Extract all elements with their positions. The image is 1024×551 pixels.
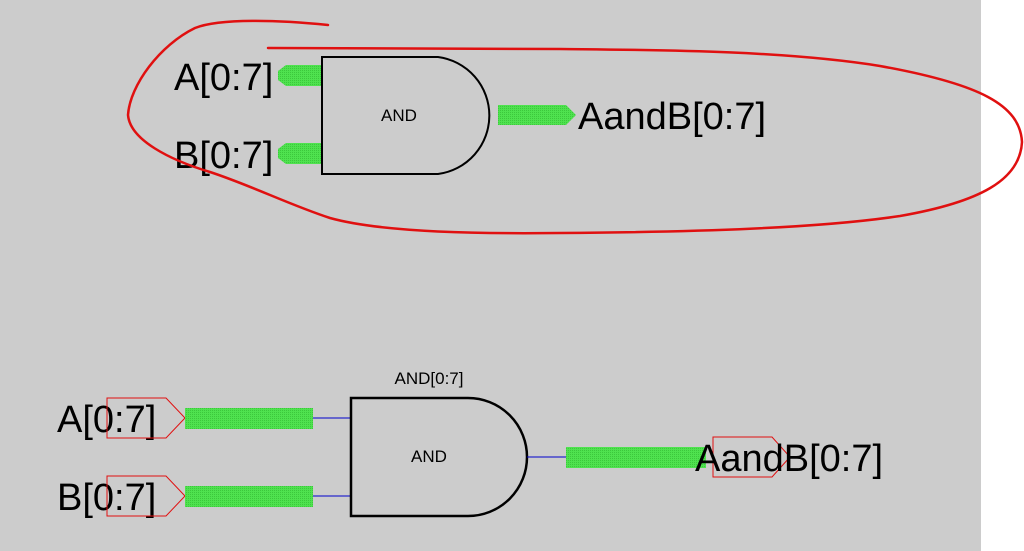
- bottom-port-out[interactable]: [712, 436, 791, 478]
- annotation-loop: [126, 19, 1024, 235]
- top-bus-out[interactable]: [498, 105, 576, 125]
- top-bus-b[interactable]: [278, 143, 322, 164]
- bottom-and-gate[interactable]: [349, 396, 529, 518]
- schematic-canvas[interactable]: [0, 0, 981, 551]
- bottom-output-label: AandB[0:7]: [695, 438, 883, 480]
- top-bus-a[interactable]: [278, 65, 322, 86]
- bottom-port-b[interactable]: [106, 475, 186, 517]
- bottom-instance-label: AND[0:7]: [395, 369, 464, 388]
- bottom-bus-out[interactable]: [566, 447, 706, 468]
- top-schematic: AND A[0:7] B[0:7] AandB[0:7]: [174, 56, 766, 177]
- bottom-gate-label: AND: [411, 447, 447, 466]
- top-input-b-label: B[0:7]: [174, 135, 273, 177]
- top-output-label: AandB[0:7]: [578, 96, 766, 138]
- bottom-bus-a[interactable]: [185, 408, 313, 429]
- top-input-a-label: A[0:7]: [174, 57, 273, 99]
- bottom-schematic: AND[0:7] A[0:7] B[0:7] AND AandB[0:7]: [57, 369, 883, 519]
- bottom-bus-b[interactable]: [185, 486, 313, 507]
- top-gate-label: AND: [381, 106, 417, 125]
- top-and-gate[interactable]: [321, 56, 491, 175]
- bottom-port-a[interactable]: [106, 397, 186, 439]
